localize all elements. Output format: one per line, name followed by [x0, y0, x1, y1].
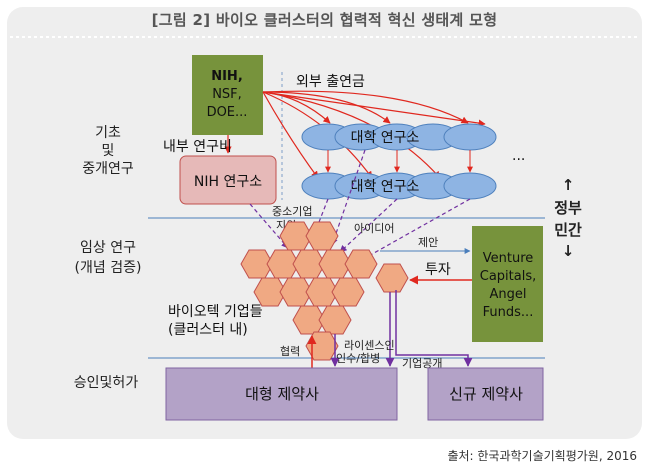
ipo-label: 기업공개 [402, 357, 442, 370]
svg-text:NSF,: NSF, [212, 87, 242, 102]
vc-label: Venture Capitals, Angel Funds... [480, 251, 537, 320]
svg-text:Venture: Venture [483, 251, 534, 266]
nih-nsf-doe-label: NIH, NSF, DOE... [207, 69, 248, 120]
cluster-label: 바이오텍 기업들 (클러스터 내) [168, 304, 263, 338]
investment-label: 투자 [425, 262, 451, 278]
license-acquisition-label: 라이센스인 인수/합병 [336, 339, 395, 365]
vc-box [472, 226, 543, 342]
svg-text:Funds...: Funds... [483, 305, 534, 320]
cooperation-label: 협력 [280, 345, 300, 358]
big-pharma-label: 대형 제약사 [245, 385, 319, 403]
biotech-cluster-hexagons [240, 221, 409, 361]
row-label-clinical: 임상 연구 (개념 검증) [75, 240, 142, 276]
svg-text:(클러스터 내): (클러스터 내) [168, 322, 248, 338]
svg-text:바이오텍 기업들: 바이오텍 기업들 [168, 304, 263, 320]
external-funding-label: 외부 출연금 [296, 74, 365, 90]
ipo-arrow [395, 290, 473, 367]
university-row-bottom [301, 172, 497, 200]
row-label-basic: 기초 및 중개연구 [82, 125, 134, 177]
svg-text:임상 연구: 임상 연구 [80, 240, 136, 256]
funding-arrows [224, 90, 486, 179]
university-top-label: 대학 연구소 [351, 130, 420, 146]
svg-text:기초: 기초 [95, 125, 121, 141]
svg-text:인수/합병: 인수/합병 [336, 352, 380, 365]
gov-private-label: ↑ 정부 민간 ↓ [554, 176, 582, 260]
big-pharma-box [165, 367, 398, 421]
svg-text:중소기업: 중소기업 [272, 205, 312, 218]
svg-text:NIH,: NIH, [211, 69, 243, 84]
internal-funding-label: 내부 연구비 [163, 139, 232, 155]
new-pharma-box [427, 367, 544, 421]
svg-text:Capitals,: Capitals, [480, 269, 537, 284]
svg-text:(개념 검증): (개념 검증) [75, 260, 142, 276]
svg-text:Angel: Angel [490, 287, 527, 302]
more-universities-ellipsis: ... [512, 148, 525, 164]
svg-text:중개연구: 중개연구 [82, 161, 134, 177]
nih-nsf-doe-box [192, 55, 263, 135]
proposal-label: 제안 [418, 236, 438, 249]
university-bottom-label: 대학 연구소 [351, 179, 420, 195]
nih-lab-box [179, 155, 277, 205]
source-caption: 출처: 한국과학기술기획평가원, 2016 [447, 449, 637, 463]
svg-text:↓: ↓ [562, 242, 575, 260]
row-label-approval: 승인및허가 [74, 375, 139, 391]
svg-text:↑: ↑ [562, 176, 575, 194]
svg-text:DOE...: DOE... [207, 105, 248, 120]
svg-text:정부: 정부 [554, 199, 582, 217]
nih-lab-label: NIH 연구소 [194, 174, 262, 190]
inter-university-arrows [325, 150, 473, 173]
new-pharma-label: 신규 제약사 [449, 385, 523, 403]
idea-label: 아이디어 [354, 222, 394, 235]
svg-text:라이센스인: 라이센스인 [344, 339, 395, 352]
svg-text:및: 및 [102, 143, 115, 159]
svg-text:민간: 민간 [554, 221, 582, 239]
figure-title: [그림 2] 바이오 클러스터의 협력적 혁신 생태계 모형 [151, 11, 498, 29]
